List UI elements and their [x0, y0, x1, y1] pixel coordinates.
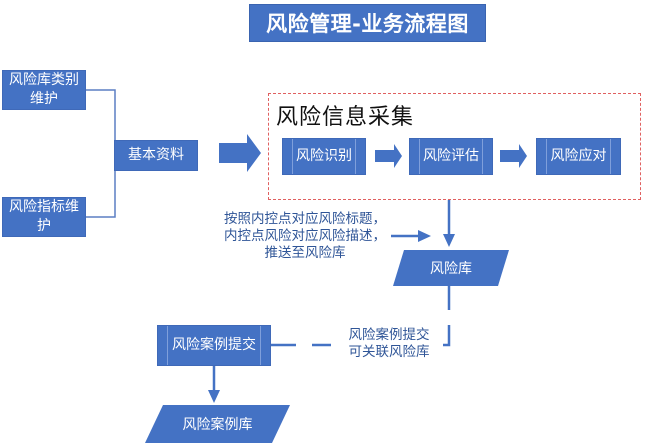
risk-library-label: 风险库 — [430, 261, 472, 277]
arrow-from-push-note — [391, 230, 431, 242]
case-library-label: 风险案例库 — [182, 417, 253, 433]
risk-indicator-maintenance-box[interactable]: 风险指标维 护 — [2, 197, 86, 237]
case-library-node[interactable]: 风险案例库 — [154, 405, 281, 443]
risk-library-shape — [393, 250, 509, 286]
push-note-line2: 内控点风险对应风险描述， — [224, 228, 386, 244]
link-note-bracket — [443, 325, 451, 347]
risk-collection-group — [268, 93, 641, 200]
case-submit-label: 风险案例提交 — [172, 337, 256, 353]
case-library-shape — [145, 405, 290, 443]
case-submit-box[interactable]: 风险案例提交 — [157, 325, 271, 366]
left-bracket-connector — [86, 89, 116, 218]
link-note-line1: 风险案例提交 — [348, 327, 430, 343]
arrow-to-case-library — [208, 366, 220, 403]
box-label-line1: 风险指标维 — [9, 199, 79, 215]
step-risk-assessment[interactable]: 风险评估 — [409, 138, 493, 175]
push-note: 按照内控点对应风险标题， 内控点风险对应风险描述， 推送至风险库 — [210, 211, 400, 262]
block-arrow-step-2-3 — [500, 144, 527, 168]
link-note: 风险案例提交 可关联风险库 — [334, 327, 444, 361]
link-note-line2: 可关联风险库 — [348, 344, 430, 360]
risk-library-node[interactable]: 风险库 — [398, 250, 504, 286]
push-note-line3: 推送至风险库 — [264, 245, 346, 261]
arrow-to-risk-library — [443, 200, 455, 247]
diagram-title: 风险管理-业务流程图 — [249, 4, 486, 42]
block-arrow-to-collection — [219, 134, 261, 172]
risk-category-maintenance-box[interactable]: 风险库类别 维护 — [2, 70, 86, 110]
push-note-line1: 按照内控点对应风险标题， — [224, 211, 386, 227]
risk-collection-group-label: 风险信息采集 — [276, 105, 415, 130]
box-label-line2: 维护 — [30, 91, 58, 107]
step-risk-identification[interactable]: 风险识别 — [282, 138, 366, 175]
basic-info-box[interactable]: 基本资料 — [114, 140, 198, 171]
step-risk-response[interactable]: 风险应对 — [536, 138, 621, 175]
step-label: 风险识别 — [296, 148, 352, 164]
step-label: 风险应对 — [550, 148, 607, 164]
block-arrow-step-1-2 — [375, 144, 402, 168]
box-label-line2: 护 — [37, 218, 51, 234]
box-label-line1: 风险库类别 — [9, 72, 79, 88]
step-label: 风险评估 — [423, 148, 479, 164]
